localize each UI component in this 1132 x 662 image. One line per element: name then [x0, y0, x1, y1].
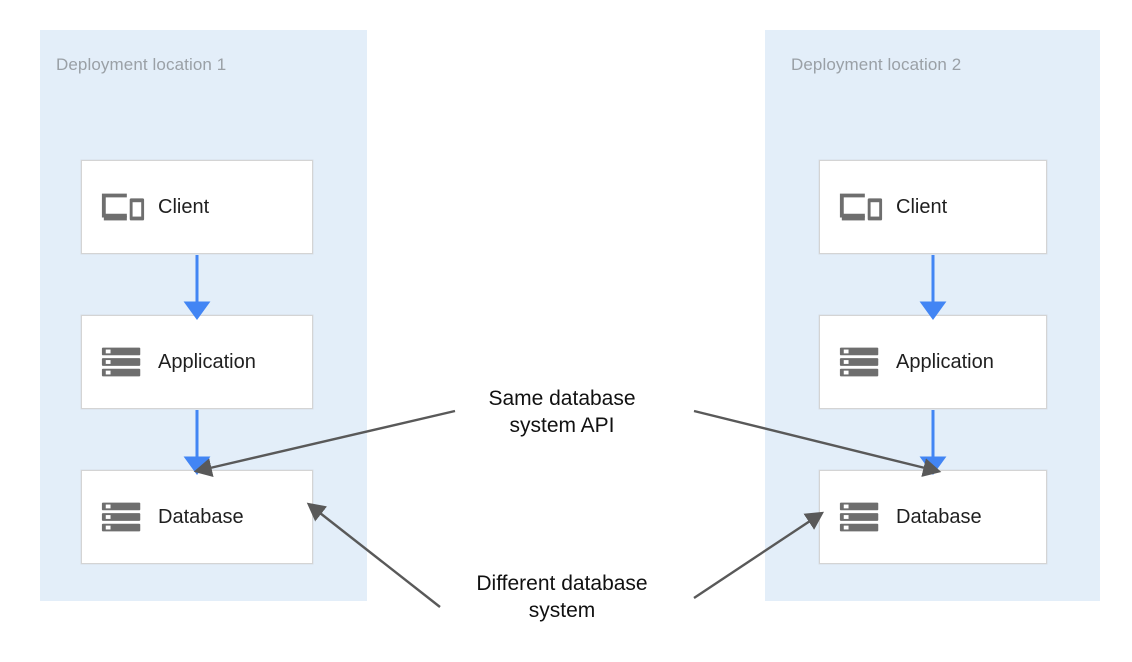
annotation-same-database-system-api: Same database system API — [432, 385, 692, 439]
annotation-line-1: Same database — [488, 387, 636, 410]
server-icon — [101, 502, 141, 532]
node-label-application-1: Application — [158, 351, 256, 373]
node-label-database-1: Database — [158, 506, 244, 528]
node-label-client-2: Client — [896, 196, 948, 218]
zone-label-deployment-location-1: Deployment location 1 — [56, 55, 227, 74]
node-client-1[interactable]: Client — [81, 160, 313, 254]
server-icon — [839, 347, 879, 377]
node-database-1[interactable]: Database — [81, 470, 313, 564]
annotation-line-2: system — [528, 599, 596, 622]
node-client-2[interactable]: Client — [819, 160, 1047, 254]
node-label-client-1: Client — [158, 196, 210, 218]
annotation-line-2: system API — [509, 414, 615, 437]
zone-label-deployment-location-2: Deployment location 2 — [791, 55, 962, 74]
devices-icon — [839, 193, 883, 221]
annotation-different-database-system: Different database system — [432, 570, 692, 624]
server-icon — [839, 502, 879, 532]
node-application-2[interactable]: Application — [819, 315, 1047, 409]
node-application-1[interactable]: Application — [81, 315, 313, 409]
node-database-2[interactable]: Database — [819, 470, 1047, 564]
node-label-application-2: Application — [896, 351, 994, 373]
node-label-database-2: Database — [896, 506, 982, 528]
devices-icon — [101, 193, 145, 221]
server-icon — [101, 347, 141, 377]
annotation-line-1: Different database — [476, 572, 648, 595]
